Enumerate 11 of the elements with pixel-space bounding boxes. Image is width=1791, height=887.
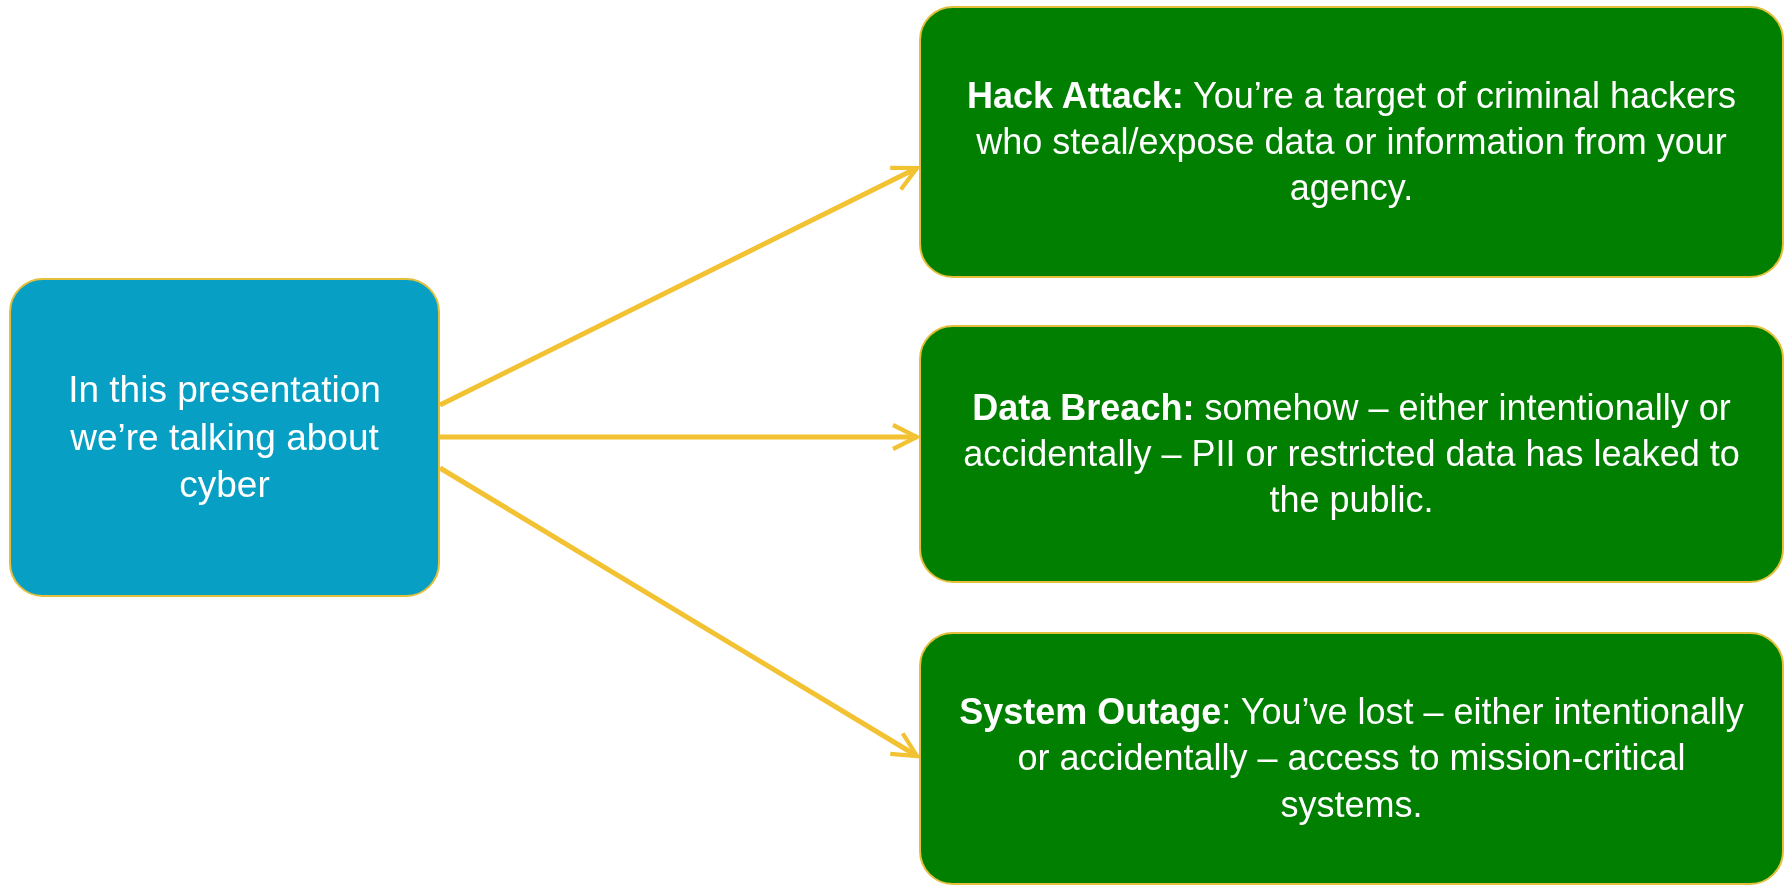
- box-text: System Outage: You’ve lost – either intentionally or accidentally – access to mission-critical systems.: [958, 690, 1745, 827]
- box-text: Data Breach: somehow – either intentionally or accidentally – PII or restricted data has leaked to the public.: [962, 385, 1741, 523]
- box-text: Hack Attack: You’re a target of criminal hackers who steal/expose data or information from your agency.: [965, 73, 1738, 211]
- arrow: [438, 465, 920, 759]
- category-box: [919, 632, 1784, 885]
- category-box: [919, 325, 1784, 583]
- arrow: [440, 422, 920, 452]
- category-box: [919, 6, 1784, 278]
- box-text: In this presentation we’re talking about cyber: [67, 368, 382, 508]
- topic-box: [9, 278, 440, 597]
- arrow: [438, 165, 920, 408]
